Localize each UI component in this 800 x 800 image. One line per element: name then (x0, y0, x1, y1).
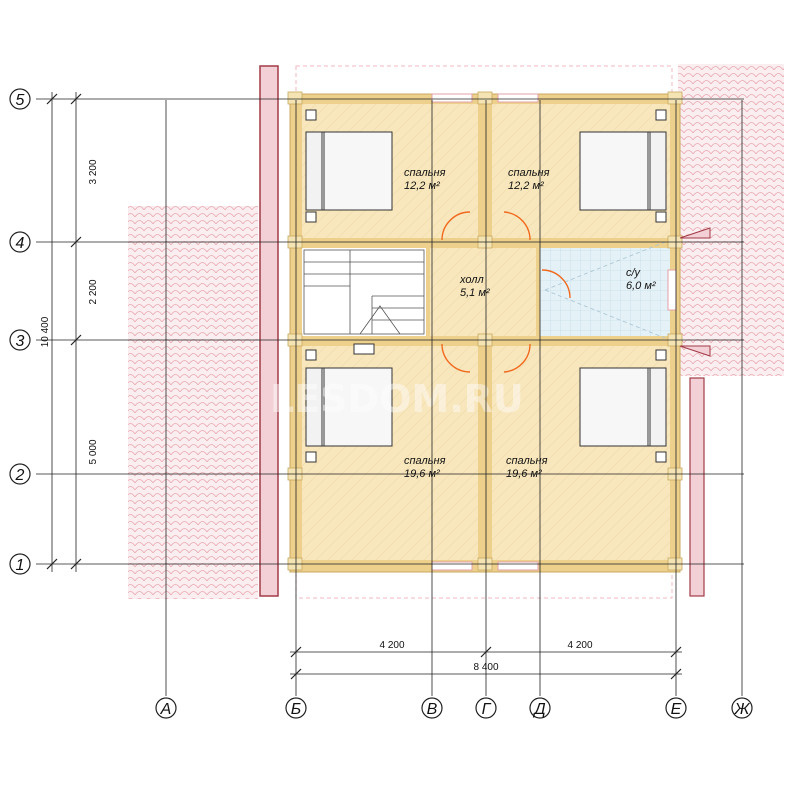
axis-col-e: Е (671, 701, 682, 718)
axis-row-5: 5 (16, 92, 25, 109)
room-area-bedroom-nw: 12,2 м² (404, 180, 440, 192)
room-area-bedroom-ne: 12,2 м² (508, 180, 544, 192)
room-area-bedroom-sw: 19,6 м² (404, 468, 440, 480)
room-stair (302, 248, 426, 336)
axis-col-g: Г (482, 701, 492, 718)
room-hall (430, 248, 536, 336)
roof-edge-left (259, 65, 279, 597)
watermark: LESDOM.RU (270, 377, 524, 421)
axis-col-v: В (427, 701, 438, 718)
axis-row-3: 3 (16, 333, 25, 350)
roof-edge-right (689, 377, 705, 597)
row-axis-markers (9, 88, 31, 575)
dim-total-vertical: 10 400 (40, 316, 51, 347)
dim-row-3-1: 5 000 (88, 439, 99, 464)
axis-col-b: Б (291, 701, 301, 718)
room-label-wc: с/у (626, 267, 642, 279)
dim-total-horizontal: 8 400 (473, 662, 498, 673)
bed-sw (305, 343, 393, 463)
roof-right (678, 64, 784, 376)
dim-lines-horizontal (290, 646, 682, 680)
axis-row-1: 1 (16, 557, 25, 574)
room-label-bedroom-nw: спальня (404, 167, 446, 179)
axis-col-d: Д (532, 701, 545, 718)
dormer-marks (679, 227, 711, 357)
dim-col-b-g: 4 200 (379, 640, 404, 651)
col-axis-markers (155, 697, 753, 719)
axis-col-zh: Ж (734, 701, 751, 718)
dim-lines-vertical (46, 92, 82, 572)
staircase (303, 249, 425, 335)
room-area-wc: 6,0 м² (626, 280, 656, 292)
room-label-bedroom-sw: спальня (404, 455, 446, 467)
axis-col-a: А (160, 701, 172, 718)
dim-row-5-4: 3 200 (88, 159, 99, 184)
bed-ne (579, 109, 667, 223)
doors (441, 211, 571, 373)
bed-se (579, 349, 667, 463)
room-label-hall: холл (459, 274, 484, 286)
room-wc (540, 248, 670, 336)
dim-col-g-e: 4 200 (567, 640, 592, 651)
room-area-hall: 5,1 м² (460, 287, 490, 299)
axis-row-4: 4 (16, 235, 25, 252)
dim-row-4-3: 2 200 (88, 279, 99, 304)
room-label-bedroom-ne: спальня (508, 167, 550, 179)
axis-row-2: 2 (15, 467, 25, 484)
bed-nw (305, 109, 393, 223)
windows (431, 93, 677, 571)
room-area-bedroom-se: 19,6 м² (506, 468, 542, 480)
axis-grid (36, 98, 744, 696)
roof-left (128, 206, 258, 599)
room-label-bedroom-se: спальня (506, 455, 548, 467)
